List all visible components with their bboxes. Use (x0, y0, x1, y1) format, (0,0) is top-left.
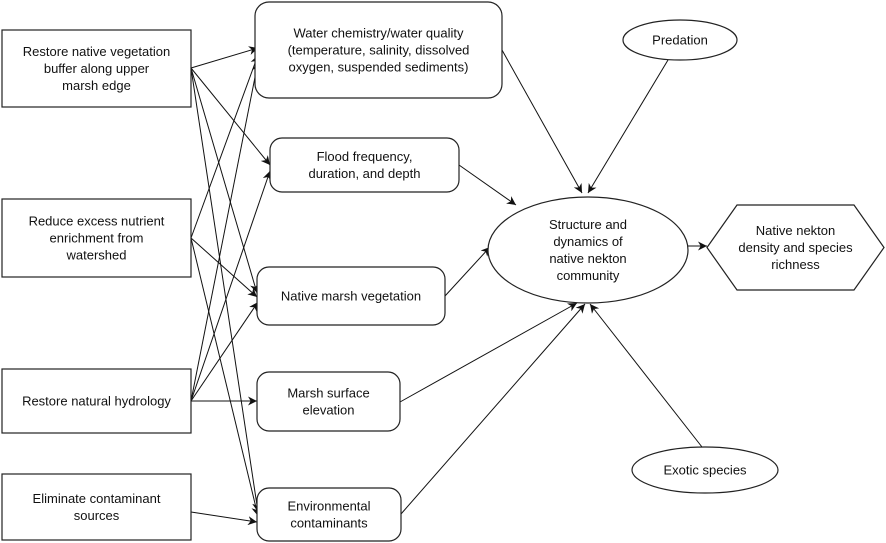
node-eliminate-contaminant-sources: Eliminate contaminant sources (1, 473, 192, 541)
edges-layer (190, 46, 707, 526)
arrow-c-to-f (190, 170, 272, 402)
node-label-line: native nekton (549, 251, 626, 266)
arrow-a-to-f (190, 67, 271, 166)
arrow-w-to-s (501, 49, 583, 194)
arrow-c-to-n (190, 301, 259, 402)
arrow-m-to-s (399, 302, 578, 403)
action-box-shape (1, 368, 192, 434)
arrow-b-to-w (190, 54, 260, 239)
node-environmental-contaminants: Environmental contaminants (256, 487, 402, 542)
arrow-x-to-s (589, 303, 703, 448)
outcome-hexagon-shape (706, 204, 885, 291)
arrow-p-to-s (587, 59, 669, 194)
arrow-a-to-n (190, 67, 259, 294)
node-label-line: Eliminate contaminant (33, 491, 161, 506)
node-exotic-species: Exotic species (631, 446, 779, 494)
node-predation: Predation (622, 19, 738, 61)
arrow-e-to-s (400, 303, 586, 515)
node-label-line: community (557, 268, 620, 283)
node-label-line: sources (74, 508, 120, 523)
node-native-nekton-density-and: Native nekton density and species richness (706, 204, 885, 291)
node-label-line: Restore native vegetation (23, 44, 170, 59)
factor-box-shape (254, 1, 503, 99)
node-restore-natural-hydrology: Restore natural hydrology (1, 368, 192, 434)
node-label-line: Reduce excess nutrient (29, 214, 165, 229)
node-restore-native-vegetation-buffer: Restore native vegetation buffer along up… (1, 29, 192, 108)
arrow-f-to-s (458, 164, 517, 206)
arrow-a-to-e (190, 67, 262, 513)
node-label-line: Structure and (549, 217, 627, 232)
node-label-line: Native nekton (756, 223, 836, 238)
arrow-b-to-n (190, 237, 258, 298)
factor-box-shape (269, 137, 460, 193)
node-label-line: watershed (66, 248, 127, 263)
core-ellipse-shape (487, 196, 689, 304)
node-label-line: density and species (738, 240, 853, 255)
action-box-shape (1, 198, 192, 278)
node-label-line: elevation (302, 403, 354, 418)
factor-box-shape (256, 371, 401, 432)
node-native-marsh-vegetation: Native marsh vegetation (256, 266, 446, 326)
stressor-ellipse-shape (622, 19, 738, 61)
arrow-b-to-e (190, 237, 261, 517)
node-label-line: Native marsh vegetation (281, 289, 421, 304)
node-label-line: Predation (652, 33, 708, 48)
arrow-n-to-s (444, 246, 491, 297)
node-reduce-excess-nutrient-enrichment: Reduce excess nutrient enrichment from wat… (1, 198, 192, 278)
node-label-line: duration, and depth (308, 166, 420, 181)
arrow-a-to-w (190, 46, 259, 69)
node-marsh-surface-elevation: Marsh surface elevation (256, 371, 401, 432)
action-box-shape (1, 473, 192, 541)
node-label-line: Environmental (287, 499, 370, 514)
node-label-line: enrichment from (50, 231, 144, 246)
node-structure-and-dynamics-of: Structure and dynamics of native nekton com… (487, 196, 689, 304)
node-label-line: Marsh surface (287, 386, 369, 401)
node-label-line: dynamics of (553, 234, 623, 249)
node-label-line: marsh edge (62, 78, 131, 93)
node-label-line: Restore natural hydrology (22, 394, 171, 409)
node-label-line: contaminants (290, 516, 368, 531)
factor-box-shape (256, 487, 402, 542)
node-flood-frequency-duration-and: Flood frequency, duration, and depth (269, 137, 460, 193)
factor-box-shape (256, 266, 446, 326)
node-label-line: Water chemistry/water quality (293, 26, 464, 41)
arrow-d-to-e (190, 511, 258, 526)
node-label-line: richness (771, 257, 820, 272)
stressor-ellipse-shape (631, 446, 779, 494)
arrow-c-to-w (190, 61, 261, 402)
node-water-chemistry-water-quality: Water chemistry/water quality (temperatur… (254, 1, 503, 99)
action-box-shape (1, 29, 192, 108)
node-label-line: Exotic species (663, 463, 747, 478)
node-label-line: Flood frequency, (317, 149, 413, 164)
node-label-line: oxygen, suspended sediments) (289, 60, 469, 75)
node-label-line: buffer along upper (44, 61, 150, 76)
node-label-line: (temperature, salinity, dissolved (288, 43, 470, 58)
